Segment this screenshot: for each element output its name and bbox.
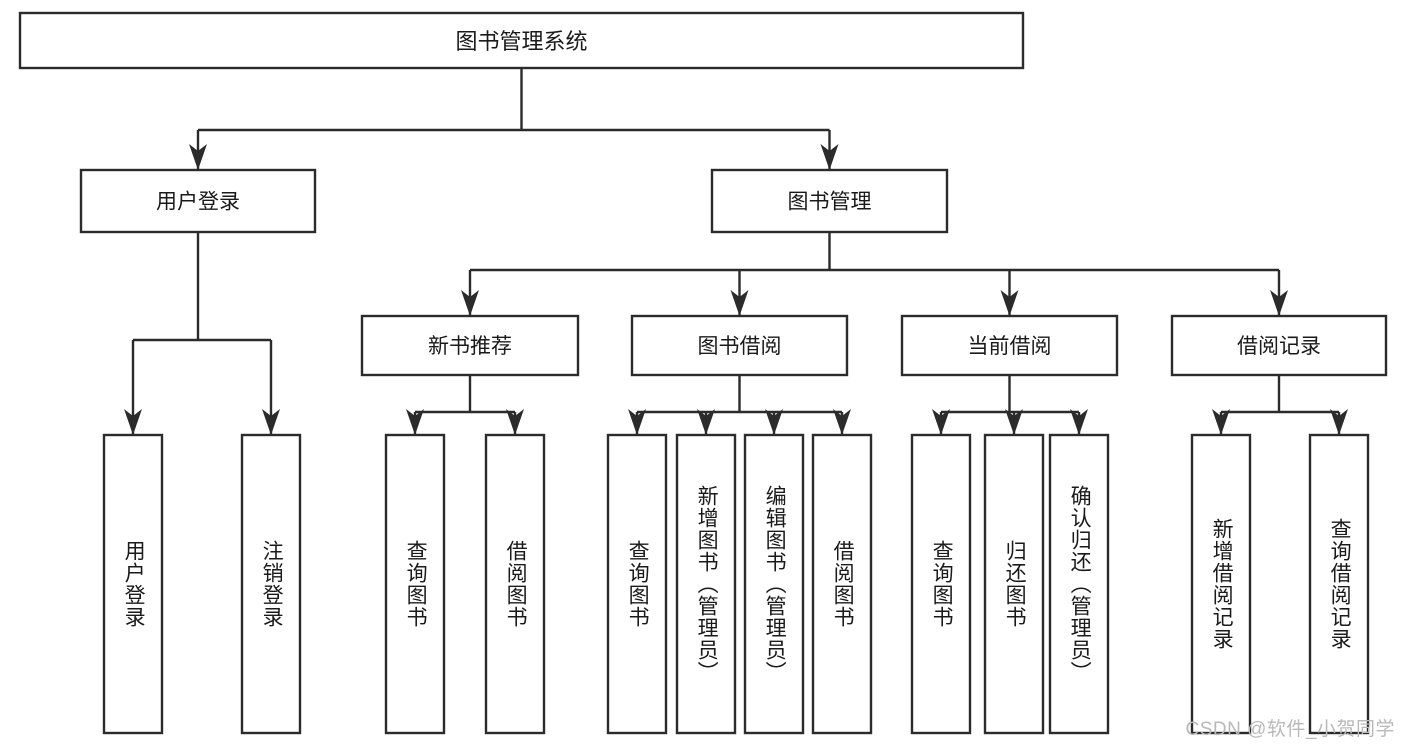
node-book-manage-rect[interactable] bbox=[710, 168, 949, 234]
node-leaf-add-book-admin-rect[interactable] bbox=[675, 433, 737, 735]
node-current-borrow[interactable]: 当前借阅 bbox=[900, 314, 1119, 377]
node-leaf-borrow-book[interactable] bbox=[811, 433, 873, 735]
node-leaf-borrow-book-rec[interactable] bbox=[484, 433, 546, 735]
arrow-book-borrow-to-leaf-add-book-admin bbox=[697, 409, 715, 435]
node-leaf-return-book-rect[interactable] bbox=[983, 433, 1045, 735]
node-leaf-query-borrow-record[interactable] bbox=[1308, 433, 1370, 735]
node-leaf-add-borrow-record-rect[interactable] bbox=[1190, 433, 1252, 735]
arrow-book-borrow-to-leaf-query-book-borrow bbox=[628, 409, 646, 435]
node-leaf-query-book-borrow[interactable] bbox=[606, 433, 668, 735]
node-leaf-user-login[interactable] bbox=[102, 433, 164, 735]
node-book-manage-label: 图书管理 bbox=[788, 191, 872, 214]
arrow-book-borrow-to-leaf-borrow-book bbox=[833, 409, 851, 435]
node-leaf-query-book-current[interactable] bbox=[910, 433, 972, 735]
node-leaf-add-book-admin[interactable] bbox=[675, 433, 737, 735]
node-root[interactable]: 图书管理系统 bbox=[18, 11, 1025, 70]
node-leaf-confirm-return-admin-rect[interactable] bbox=[1048, 433, 1110, 735]
arrow-book-borrow-to-leaf-edit-book-admin bbox=[765, 409, 783, 435]
csdn-watermark: CSDN @软件_小贺同学 bbox=[1185, 719, 1395, 740]
arrow-user-login-to-leaf-user-login bbox=[124, 409, 142, 435]
arrow-book-manage-to-borrow-record bbox=[1270, 290, 1288, 316]
node-user-login-rect[interactable] bbox=[79, 168, 317, 234]
arrow-current-borrow-to-leaf-confirm-return-admin bbox=[1070, 409, 1088, 435]
node-user-login-label: 用户登录 bbox=[156, 191, 240, 214]
node-leaf-borrow-book-rect[interactable] bbox=[811, 433, 873, 735]
arrow-borrow-record-to-leaf-add-borrow-record bbox=[1212, 409, 1230, 435]
arrow-current-borrow-to-leaf-return-book bbox=[1005, 409, 1023, 435]
node-book-borrow[interactable]: 图书借阅 bbox=[630, 314, 849, 377]
arrow-book-manage-to-current-borrow bbox=[1000, 290, 1019, 316]
arrow-new-book-recommend-to-leaf-query-book-rec bbox=[406, 409, 424, 435]
node-current-borrow-rect[interactable] bbox=[900, 314, 1119, 377]
node-root-label: 图书管理系统 bbox=[455, 29, 587, 54]
node-user-login[interactable]: 用户登录 bbox=[79, 168, 317, 234]
node-leaf-logout-login-rect[interactable] bbox=[240, 433, 302, 735]
node-book-borrow-rect[interactable] bbox=[630, 314, 849, 377]
node-leaf-edit-book-admin-rect[interactable] bbox=[743, 433, 805, 735]
node-new-book-recommend-rect[interactable] bbox=[360, 314, 580, 377]
node-leaf-borrow-book-rec-rect[interactable] bbox=[484, 433, 546, 735]
arrow-root-to-user-login bbox=[189, 144, 207, 170]
node-new-book-recommend[interactable]: 新书推荐 bbox=[360, 314, 580, 377]
arrow-borrow-record-to-leaf-query-borrow-record bbox=[1330, 409, 1348, 435]
arrow-user-login-to-leaf-logout-login bbox=[262, 409, 280, 435]
node-leaf-query-borrow-record-rect[interactable] bbox=[1308, 433, 1370, 735]
node-leaf-add-borrow-record[interactable] bbox=[1190, 433, 1252, 735]
node-new-book-recommend-label: 新书推荐 bbox=[428, 335, 512, 358]
node-leaf-confirm-return-admin[interactable] bbox=[1048, 433, 1110, 735]
node-borrow-record-rect[interactable] bbox=[1170, 314, 1388, 377]
connectors-layer bbox=[124, 68, 1348, 435]
node-leaf-edit-book-admin[interactable] bbox=[743, 433, 805, 735]
node-borrow-record[interactable]: 借阅记录 bbox=[1170, 314, 1388, 377]
node-leaf-logout-login[interactable] bbox=[240, 433, 302, 735]
arrow-book-manage-to-new-book-recommend bbox=[461, 290, 479, 316]
node-root-rect[interactable] bbox=[18, 11, 1025, 70]
node-leaf-query-book-borrow-rect[interactable] bbox=[606, 433, 668, 735]
node-book-manage[interactable]: 图书管理 bbox=[710, 168, 949, 234]
node-leaf-return-book[interactable] bbox=[983, 433, 1045, 735]
node-leaf-query-book-rec[interactable] bbox=[384, 433, 446, 735]
node-book-borrow-label: 图书借阅 bbox=[698, 335, 782, 358]
arrow-root-to-book-manage bbox=[820, 144, 839, 170]
node-leaf-user-login-rect[interactable] bbox=[102, 433, 164, 735]
arrow-book-manage-to-book-borrow bbox=[730, 290, 749, 316]
node-current-borrow-label: 当前借阅 bbox=[968, 335, 1052, 358]
node-leaf-query-book-rec-rect[interactable] bbox=[384, 433, 446, 735]
node-borrow-record-label: 借阅记录 bbox=[1237, 335, 1321, 358]
arrow-current-borrow-to-leaf-query-book-current bbox=[932, 409, 950, 435]
arrow-new-book-recommend-to-leaf-borrow-book-rec bbox=[506, 409, 524, 435]
node-leaf-query-book-current-rect[interactable] bbox=[910, 433, 972, 735]
